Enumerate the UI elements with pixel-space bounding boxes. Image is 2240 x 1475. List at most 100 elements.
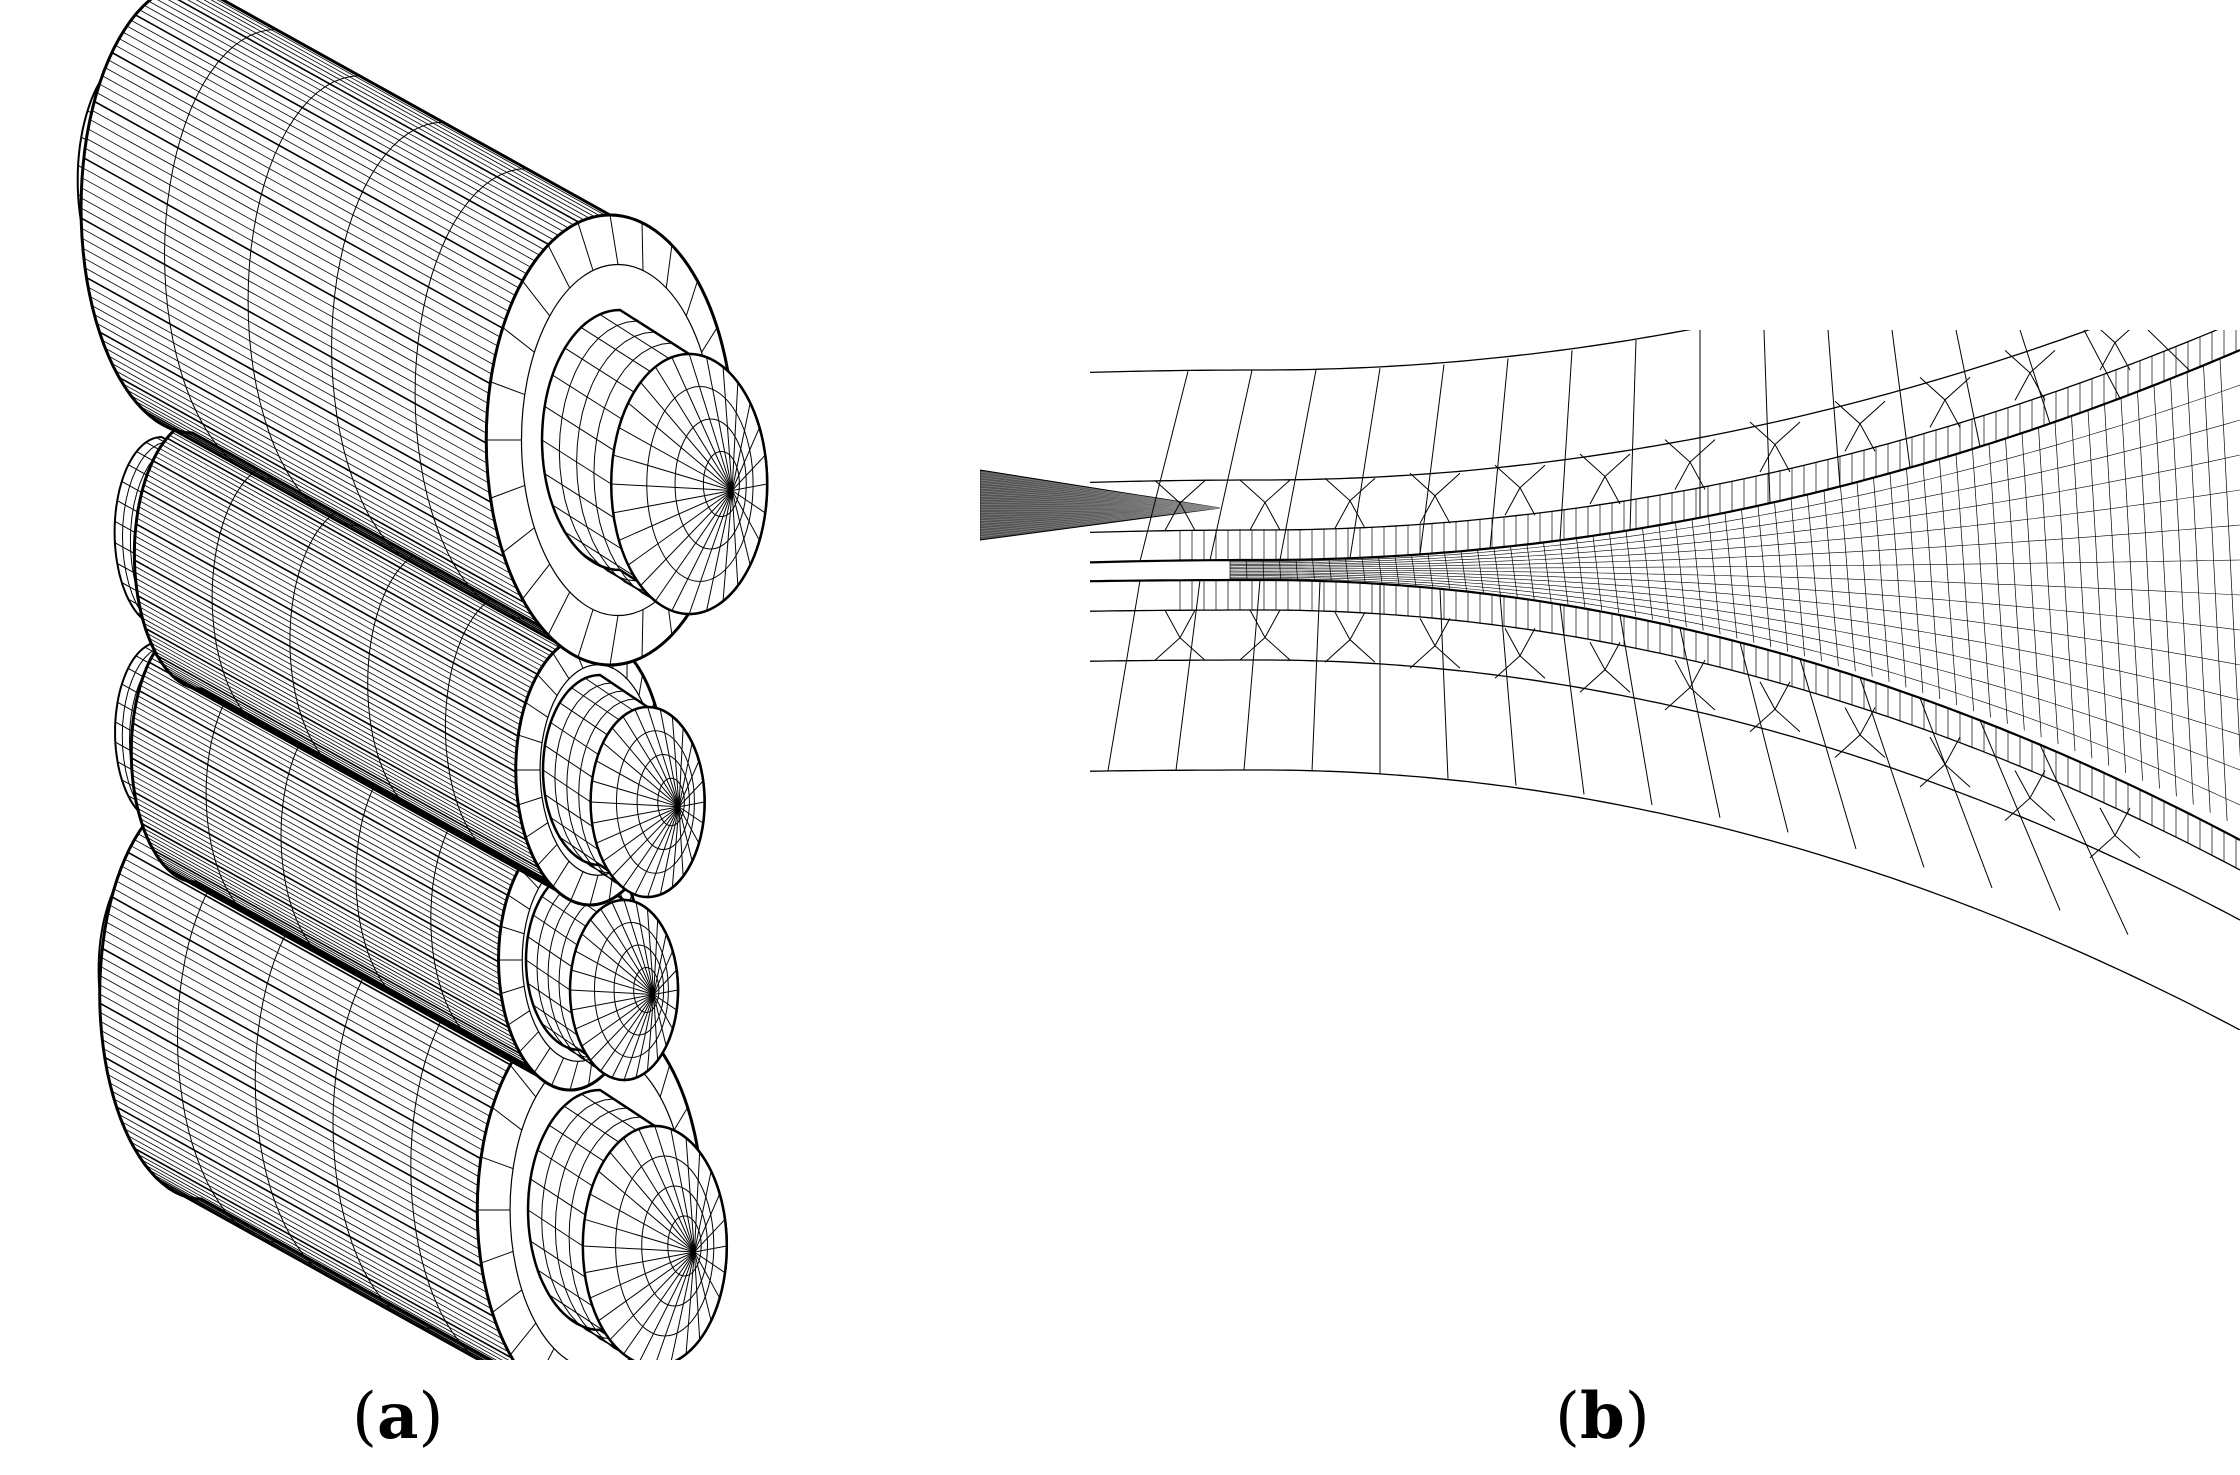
barrel-mesh-line (103, 1048, 493, 1265)
strip-mesh-line (2137, 391, 2160, 789)
shaft-end-spoke (659, 806, 680, 895)
shaft-end-spoke (693, 1251, 721, 1299)
barrel-mesh-line (133, 786, 509, 995)
strip-mesh-layer (1230, 571, 2240, 631)
shaft-end-spoke (609, 1251, 695, 1341)
strip-mesh-line (980, 507, 1221, 516)
barrel-mesh-line (191, 1197, 485, 1360)
shaft-end-spoke (627, 490, 733, 566)
strip-mesh-line (2219, 358, 2240, 758)
barrel-mesh-line (140, 495, 530, 712)
shaft-end-spoke (653, 969, 678, 995)
end-face-mesh-line (507, 1010, 530, 1026)
strip-mesh-line (2038, 427, 2059, 745)
shaft-end-spoke (678, 801, 705, 808)
barrel-mesh-line (99, 331, 518, 565)
barrel-mesh-line (80, 207, 499, 441)
end-face-mesh-line (685, 280, 698, 317)
end-face-mesh-line (641, 609, 644, 658)
end-face-mesh-line (500, 925, 525, 935)
end-face-mesh-line (500, 985, 525, 995)
lower-transition-cell (1664, 659, 1716, 711)
shaft-end-spoke (635, 994, 655, 1078)
shaft-end-spoke (611, 806, 680, 877)
end-face-mesh-line (537, 844, 558, 866)
lower-transition-cell (1919, 736, 1971, 788)
barrel-mesh-line (138, 813, 514, 1022)
barrel-mesh-line (135, 705, 510, 915)
barrel-ring (211, 461, 280, 733)
shaft-end-spoke (670, 1251, 695, 1360)
end-face-mesh-line (492, 1107, 523, 1131)
strip-mesh-line (980, 507, 1221, 511)
barrel-mesh-line (210, 0, 601, 217)
barrel-mesh-line (195, 0, 591, 219)
barrel-mesh-line (189, 881, 565, 1090)
barrel-mesh-line (131, 739, 507, 949)
barrel-mesh-line (134, 547, 524, 765)
lower-transition-cell (1834, 707, 1886, 758)
barrel-mesh-line (164, 440, 554, 658)
lower-transition-cell (1154, 610, 1206, 661)
front-shaft-ring (566, 690, 624, 882)
shaft-end-spoke (613, 454, 733, 491)
barrel-mesh-line (109, 904, 499, 1122)
barrel-mesh-line (89, 296, 508, 529)
lower-roll-radial-line (1979, 720, 2061, 911)
barrel-mesh-line (99, 975, 490, 1192)
shaft-end-spoke (571, 969, 654, 995)
barrel-mesh-line (177, 430, 596, 664)
barrel-mesh-line (100, 1021, 490, 1238)
shaft-end-spoke (706, 490, 733, 611)
shaft-end-spoke (654, 1125, 695, 1253)
upper-transition-cell (2004, 349, 2056, 401)
barrel-mesh-line (118, 38, 537, 271)
end-face-mesh-line (673, 1107, 689, 1131)
barrel-mesh-line (99, 1012, 490, 1229)
barrel-mesh-line (182, 1195, 481, 1360)
barrel-mesh-line (121, 1121, 511, 1339)
barrel-ring (414, 168, 527, 620)
panel-label-b: (b) (1555, 1379, 1650, 1454)
lower-roll-radial-line (2039, 744, 2129, 935)
barrel-mesh-line (132, 722, 508, 932)
barrel-mesh-line (124, 858, 514, 1076)
lower-roll-radial-line (1799, 658, 1857, 850)
shaft-end-spoke (640, 382, 733, 491)
barrel-mesh-line (101, 1030, 491, 1247)
shaft-end-face (568, 898, 680, 1082)
upper-transition-cell (1409, 472, 1461, 524)
barrel-mesh-line (148, 469, 538, 687)
barrel-mesh-line (139, 9, 558, 243)
barrel-mesh-line (192, 881, 568, 1091)
strip-mesh-line (980, 493, 1221, 509)
barrel-mesh-line (196, 1198, 488, 1360)
barrel-mesh-line (141, 822, 517, 1033)
shaft-end-spoke (653, 989, 679, 995)
strip-mesh-line (980, 506, 1221, 509)
barrel-mesh-line (187, 1196, 482, 1360)
barrel-mesh-line (84, 267, 503, 501)
lower-transition-cell (1494, 628, 1546, 679)
barrel-mesh-line (134, 14, 554, 248)
shaft-end-face (581, 1124, 729, 1360)
strip-mesh-layer (1229, 454, 2240, 565)
shaft-end-spoke (678, 806, 704, 824)
barrel-mesh-line (82, 247, 501, 481)
barrel-mesh-line (116, 1106, 506, 1324)
barrel-mesh-line (130, 1141, 521, 1359)
upper-transition-cell (1494, 464, 1546, 516)
shaft-end-spoke (653, 950, 674, 995)
barrel-mesh-line (106, 921, 496, 1139)
barrel-mesh-line (111, 1090, 501, 1308)
upper-roll-radial-line (1763, 330, 1771, 504)
barrel-ring (331, 121, 444, 573)
barrel-mesh-line (131, 769, 507, 978)
barrel-mesh-line (81, 187, 500, 421)
barrel-mesh-line (138, 506, 528, 723)
strip-mesh-line (2120, 397, 2143, 781)
upper-roll-radial-line (1209, 370, 1253, 561)
barrel-mesh-line (146, 666, 522, 875)
strip-mesh-line (980, 485, 1221, 509)
barrel-mesh-line (113, 1098, 504, 1316)
